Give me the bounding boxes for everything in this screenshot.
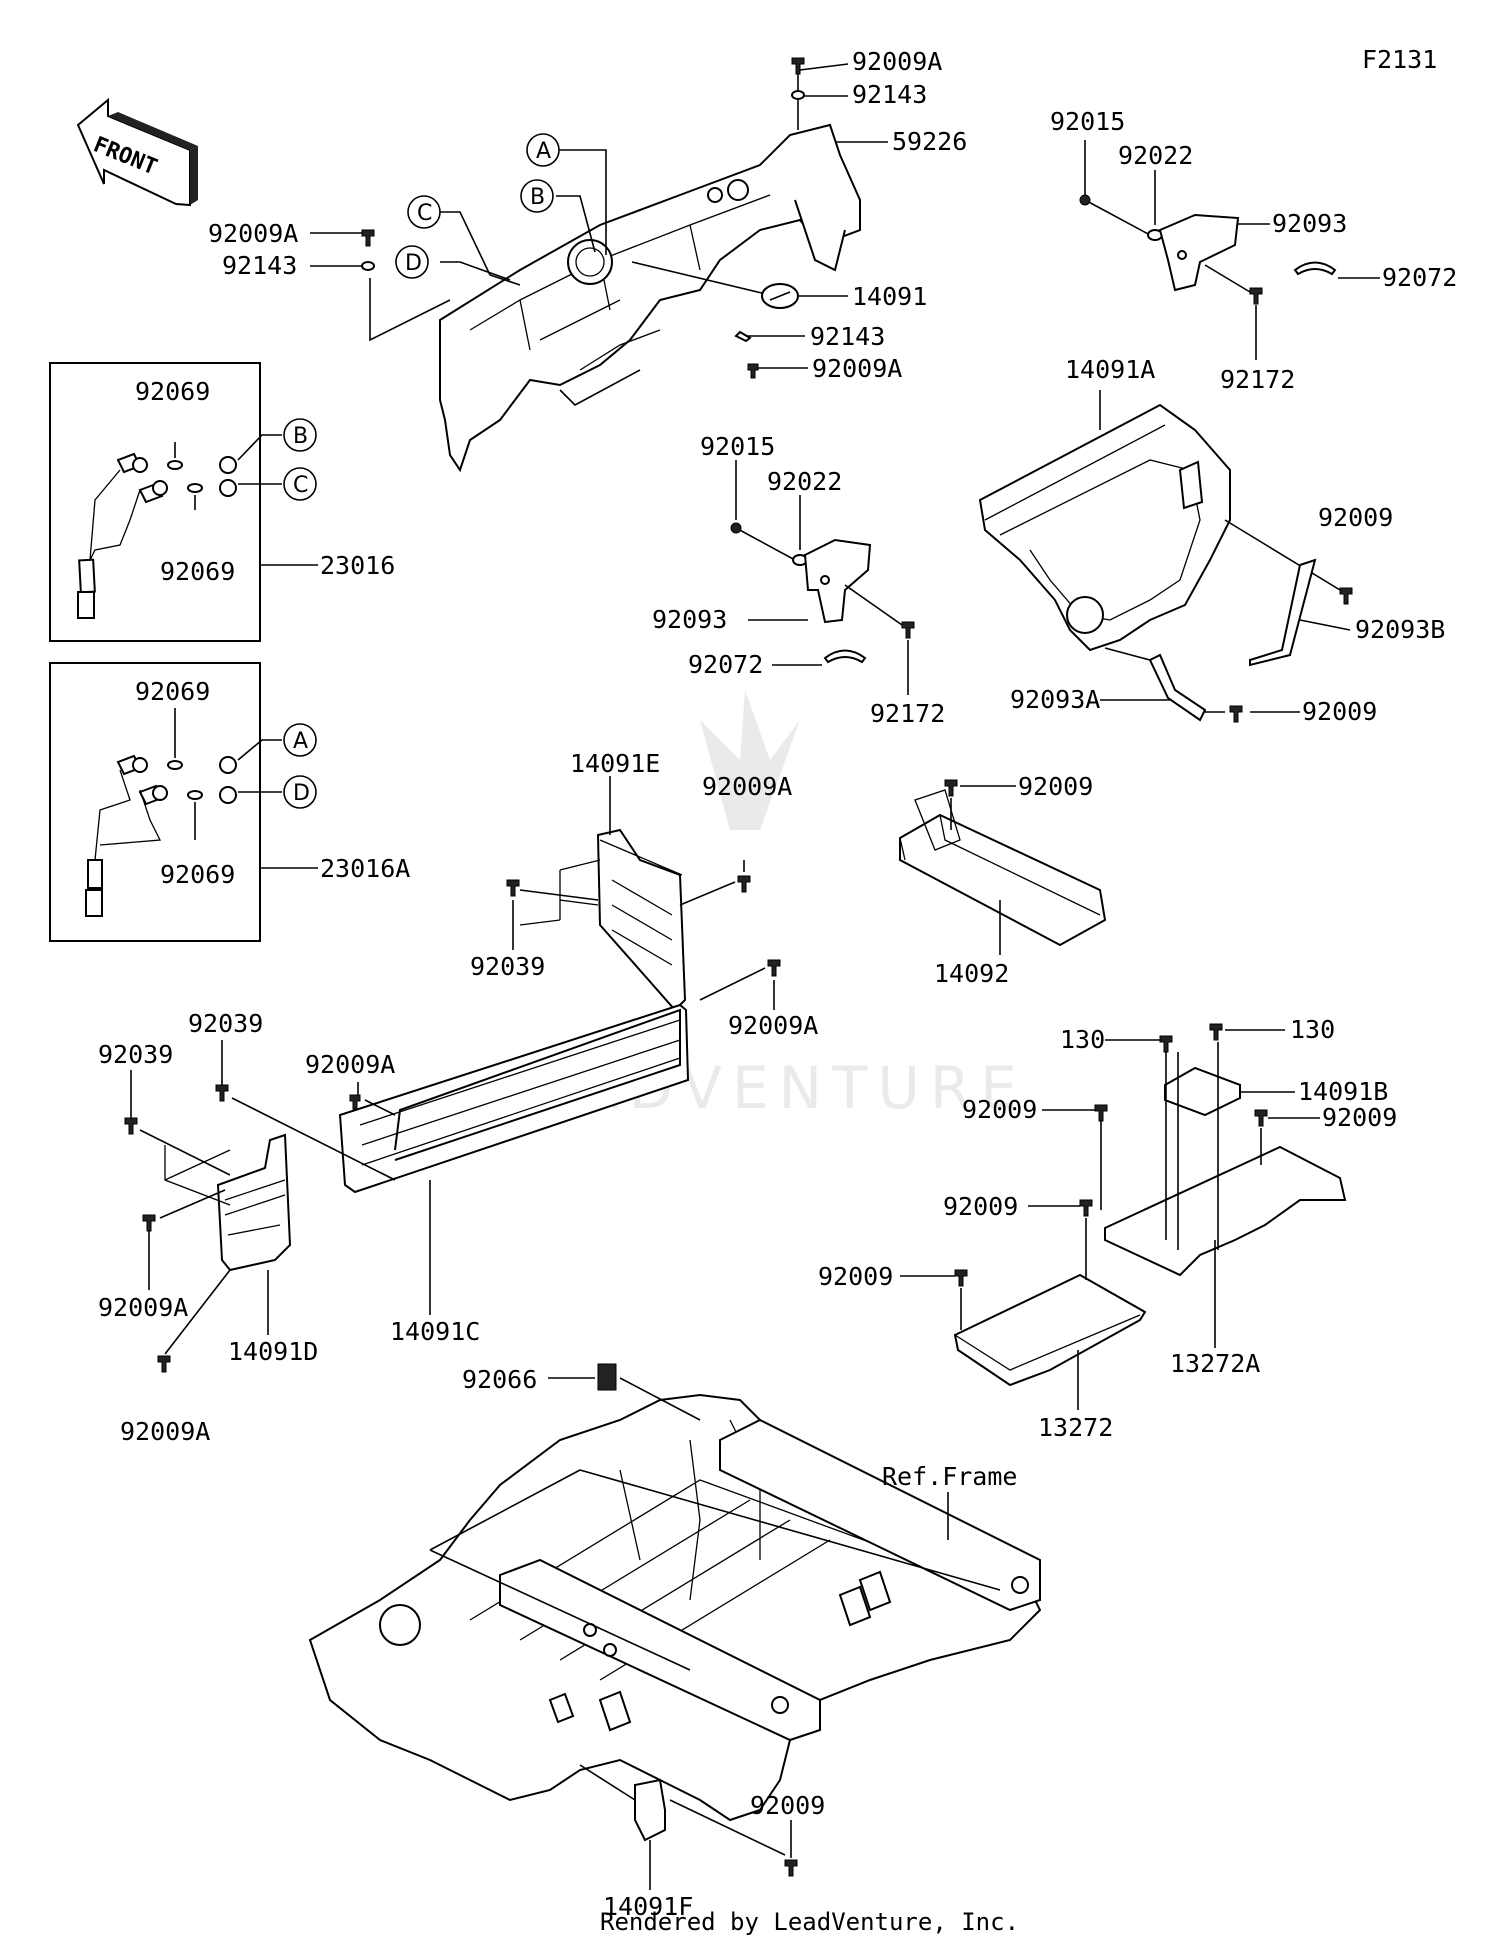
bracket-group-top-right — [1079, 140, 1380, 360]
label-13272A: 13272A — [1170, 1349, 1260, 1378]
label-92009A-d1: 92009A — [98, 1293, 188, 1322]
label-92143-left: 92143 — [222, 251, 297, 280]
label-92009A-left: 92009A — [208, 219, 298, 248]
label-92022-tr: 92022 — [1118, 141, 1193, 170]
label-92069-c: 92069 — [135, 677, 210, 706]
label-59226: 59226 — [892, 127, 967, 156]
label-92009-bottom: 92009 — [750, 1791, 825, 1820]
plates-right-lower — [900, 1023, 1347, 1410]
svg-text:D: D — [293, 781, 310, 806]
label-92009-r3: 92009 — [943, 1192, 1018, 1221]
label-92093B: 92093B — [1355, 615, 1445, 644]
leader-lines-top — [310, 63, 888, 406]
label-14091E: 14091E — [570, 749, 660, 778]
label-13272: 13272 — [1038, 1413, 1113, 1442]
callout-B-top: B — [520, 179, 554, 213]
svg-text:B: B — [530, 185, 545, 210]
label-92009A-e2: 92009A — [728, 1011, 818, 1040]
label-92093-tr: 92093 — [1272, 209, 1347, 238]
label-92009A-d2: 92009A — [120, 1417, 210, 1446]
svg-text:B: B — [293, 424, 308, 449]
label-92072-mid: 92072 — [688, 650, 763, 679]
label-92093A: 92093A — [1010, 685, 1100, 714]
label-92009A-c: 92009A — [305, 1050, 395, 1079]
footer-credit: Rendered by LeadVenture, Inc. — [600, 1908, 1019, 1936]
label-92009-r1: 92009 — [962, 1095, 1037, 1124]
label-92009-tray: 92009 — [1318, 503, 1393, 532]
panel-14091E — [506, 776, 781, 1012]
label-92009A-top: 92009A — [852, 47, 942, 76]
label-92143-mid: 92143 — [810, 322, 885, 351]
callout-D-harness: D — [283, 775, 317, 809]
label-92069-d: 92069 — [160, 860, 235, 889]
label-130-b: 130 — [1290, 1015, 1335, 1044]
tray-14091A — [978, 390, 1353, 723]
channel-14092 — [899, 779, 1107, 955]
label-92066: 92066 — [462, 1365, 537, 1394]
svg-text:C: C — [417, 201, 432, 226]
label-14091F: 14091F — [603, 1892, 693, 1921]
label-14091C: 14091C — [390, 1317, 480, 1346]
label-92039-e: 92039 — [470, 952, 545, 981]
label-92022-mid: 92022 — [767, 467, 842, 496]
label-92072-tr: 92072 — [1382, 263, 1457, 292]
harness-23016 — [77, 434, 318, 619]
label-92069-a: 92069 — [135, 377, 210, 406]
svg-text:A: A — [536, 139, 551, 164]
label-23016: 23016 — [320, 551, 395, 580]
main-frame-ref — [308, 1363, 1042, 1890]
callout-B-harness: B — [283, 418, 317, 452]
callout-D-top: D — [395, 245, 429, 279]
dashboard-frame-59226 — [439, 123, 861, 473]
label-92069-b: 92069 — [160, 557, 235, 586]
bracket-group-middle — [730, 460, 915, 695]
callout-C-harness: C — [283, 467, 317, 501]
callout-C-top: C — [407, 195, 441, 229]
svg-text:D: D — [405, 251, 422, 276]
label-92093-mid: 92093 — [652, 605, 727, 634]
panel-14091D — [124, 1040, 396, 1373]
front-arrow-icon: FRONT — [76, 97, 198, 207]
harness-23016A — [85, 708, 318, 917]
fastener-icons-top — [361, 57, 805, 379]
callout-A-harness: A — [283, 723, 317, 757]
label-92172-mid: 92172 — [870, 699, 945, 728]
label-92009-channel: 92009 — [1018, 772, 1093, 801]
label-23016A: 23016A — [320, 854, 410, 883]
label-14091D: 14091D — [228, 1337, 318, 1366]
label-92015-mid: 92015 — [700, 432, 775, 461]
label-14091B: 14091B — [1298, 1077, 1388, 1106]
label-130-a: 130 — [1060, 1025, 1105, 1054]
figure-id: F2131 — [1362, 45, 1437, 74]
label-92039-d1: 92039 — [188, 1009, 263, 1038]
harness-box-23016A — [49, 662, 261, 942]
label-92009-tray-b: 92009 — [1302, 697, 1377, 726]
label-92009A-e1: 92009A — [702, 772, 792, 801]
label-14091: 14091 — [852, 282, 927, 311]
label-14091A: 14091A — [1065, 355, 1155, 384]
label-92009-r4: 92009 — [818, 1262, 893, 1291]
label-92143-top: 92143 — [852, 80, 927, 109]
callout-A-top: A — [526, 133, 560, 167]
harness-box-23016 — [49, 362, 261, 642]
label-92172-tr: 92172 — [1220, 365, 1295, 394]
label-92015-tr: 92015 — [1050, 107, 1125, 136]
label-ref-frame: Ref.Frame — [882, 1462, 1017, 1491]
label-92039-d2: 92039 — [98, 1040, 173, 1069]
svg-text:A: A — [293, 729, 308, 754]
label-14092: 14092 — [934, 959, 1009, 988]
label-92009-r2: 92009 — [1322, 1103, 1397, 1132]
svg-text:C: C — [293, 473, 308, 498]
panel-14091C — [338, 1003, 690, 1315]
label-92009A-mid: 92009A — [812, 354, 902, 383]
